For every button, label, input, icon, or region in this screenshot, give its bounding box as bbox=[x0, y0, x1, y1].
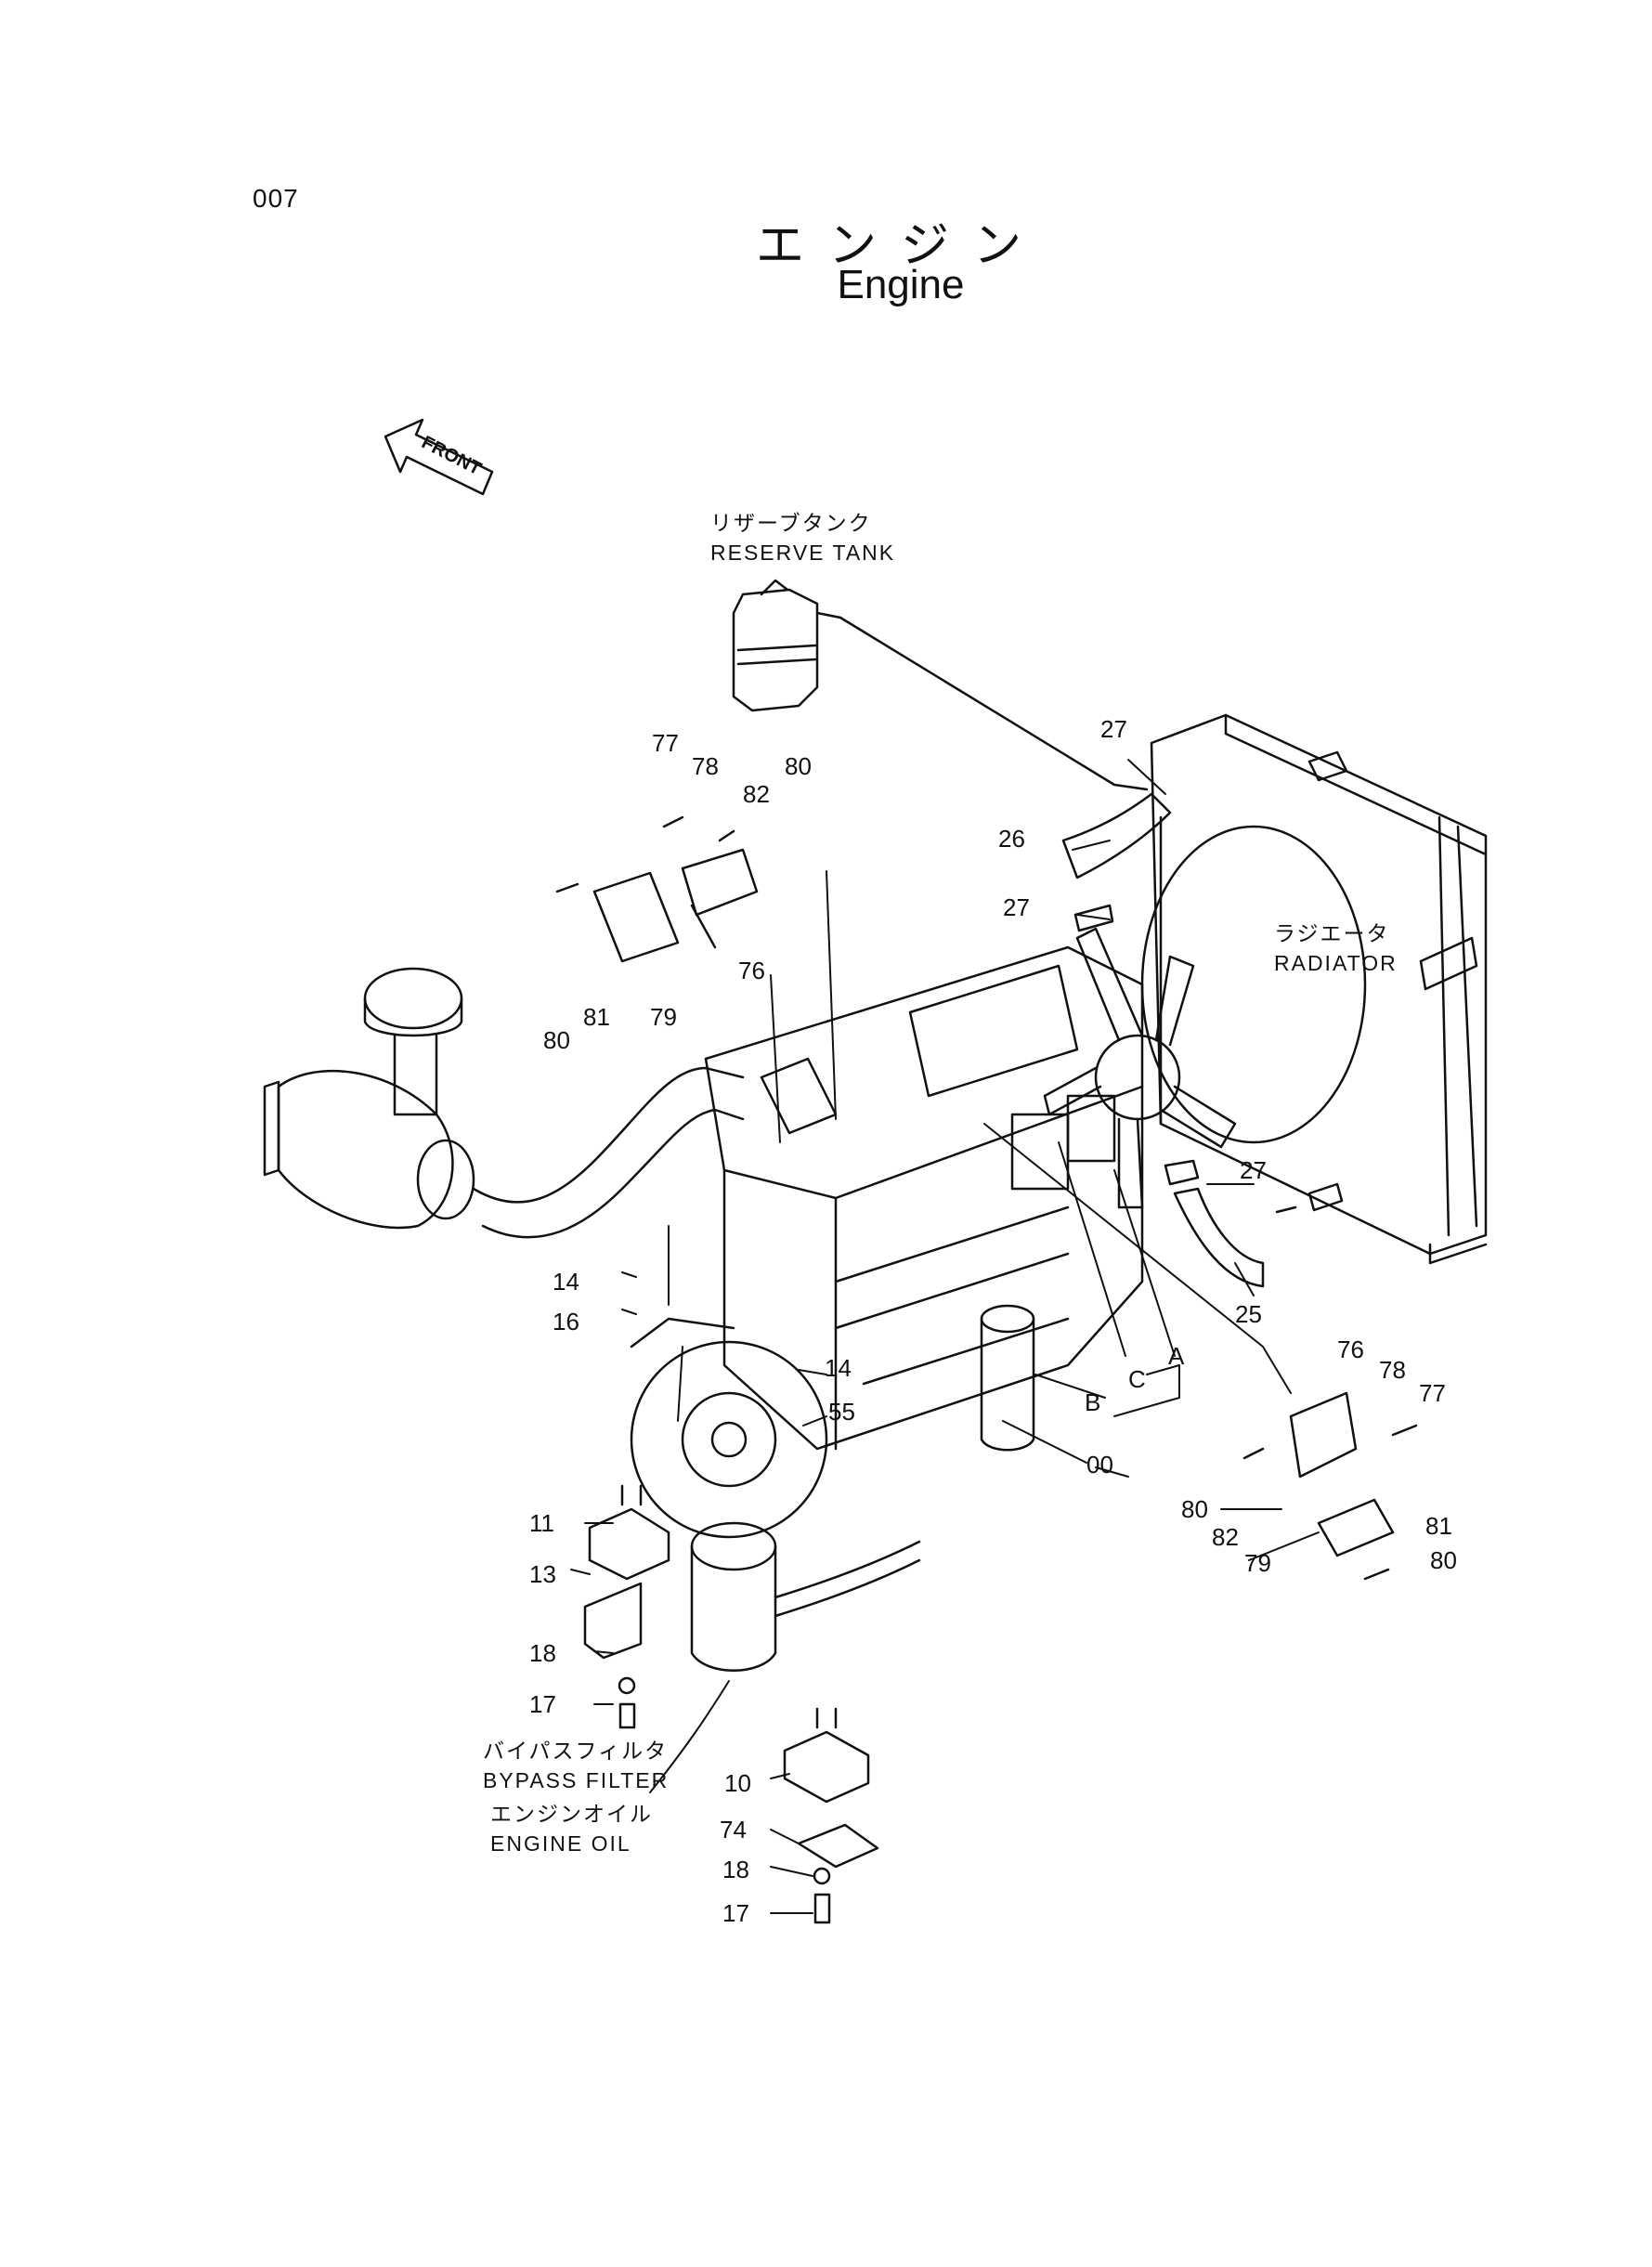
radiator-label-jp: ラジエータ bbox=[1274, 921, 1390, 945]
callout-82: 82 bbox=[1212, 1523, 1239, 1551]
intake-pipe bbox=[472, 1066, 745, 1239]
callout-a: A bbox=[1168, 1342, 1185, 1370]
callout-79: 79 bbox=[650, 1003, 677, 1031]
callout-b: B bbox=[1085, 1388, 1101, 1416]
air-cleaner bbox=[263, 967, 475, 1230]
callout-76: 76 bbox=[1337, 1335, 1364, 1363]
callout-18: 18 bbox=[722, 1856, 749, 1883]
callout-16: 16 bbox=[553, 1308, 579, 1335]
radiator bbox=[1140, 713, 1488, 1265]
callout-81: 81 bbox=[583, 1003, 610, 1031]
callout-leaders bbox=[570, 759, 1320, 1914]
callout-17: 17 bbox=[722, 1899, 749, 1927]
reserve-tank-label: RESERVE TANK bbox=[710, 541, 896, 565]
bypass-filter-label-jp: バイパスフィルタ bbox=[483, 1739, 669, 1763]
callout-55: 55 bbox=[828, 1398, 855, 1426]
callout-76: 76 bbox=[738, 957, 765, 984]
engine-bracket-left bbox=[555, 815, 759, 963]
callout-14: 14 bbox=[553, 1268, 579, 1296]
front-arrow-icon: FRONT bbox=[384, 418, 494, 496]
callout-78: 78 bbox=[1379, 1356, 1406, 1384]
callout-25: 25 bbox=[1235, 1300, 1262, 1328]
bypass-filter bbox=[690, 1521, 921, 1672]
callout-74: 74 bbox=[720, 1816, 747, 1844]
callout-27: 27 bbox=[1240, 1156, 1267, 1184]
callout-81: 81 bbox=[1425, 1512, 1452, 1540]
callout-26: 26 bbox=[998, 825, 1025, 853]
flywheel-housing bbox=[630, 1317, 828, 1539]
reserve-tank bbox=[732, 579, 1149, 791]
callout-80: 80 bbox=[1430, 1546, 1457, 1574]
page-title: Engine bbox=[837, 262, 965, 307]
lower-radiator-hose bbox=[1164, 1159, 1344, 1288]
cooling-fan bbox=[1043, 927, 1237, 1209]
engine-mount-right bbox=[783, 1707, 879, 1924]
callout-27: 27 bbox=[1100, 715, 1127, 743]
bypass-filter-label: BYPASS FILTER bbox=[483, 1768, 670, 1792]
callout-18: 18 bbox=[529, 1639, 556, 1667]
upper-radiator-hose bbox=[1061, 792, 1172, 932]
page-title-japanese: エンジン bbox=[755, 218, 1046, 274]
callout-14: 14 bbox=[825, 1354, 852, 1382]
front-arrow-text: FRONT bbox=[418, 432, 484, 479]
callout-27: 27 bbox=[1003, 893, 1030, 921]
callout-17: 17 bbox=[529, 1690, 556, 1718]
callout-c: C bbox=[1128, 1365, 1146, 1393]
engine-bracket-right bbox=[1242, 1391, 1418, 1581]
callout-80: 80 bbox=[1181, 1495, 1208, 1523]
callout-82: 82 bbox=[743, 780, 770, 808]
callout-13: 13 bbox=[529, 1560, 556, 1588]
callout-00: 00 bbox=[1086, 1451, 1113, 1479]
callout-10: 10 bbox=[724, 1769, 751, 1797]
callout-79: 79 bbox=[1244, 1549, 1271, 1577]
callout-77: 77 bbox=[652, 729, 679, 757]
engine-oil-label-jp: エンジンオイル bbox=[490, 1802, 653, 1826]
engine-mount-left bbox=[583, 1484, 670, 1729]
radiator-label: RADIATOR bbox=[1274, 951, 1398, 975]
callout-77: 77 bbox=[1419, 1379, 1446, 1407]
callout-80: 80 bbox=[785, 752, 812, 780]
engine-oil-label: ENGINE OIL bbox=[490, 1831, 631, 1856]
callout-80: 80 bbox=[543, 1026, 570, 1054]
reserve-tank-label-jp: リザーブタンク bbox=[710, 511, 872, 535]
callout-78: 78 bbox=[692, 752, 719, 780]
callout-11: 11 bbox=[529, 1509, 554, 1537]
oil-filter bbox=[980, 1304, 1035, 1452]
page-number: 007 bbox=[253, 184, 299, 213]
